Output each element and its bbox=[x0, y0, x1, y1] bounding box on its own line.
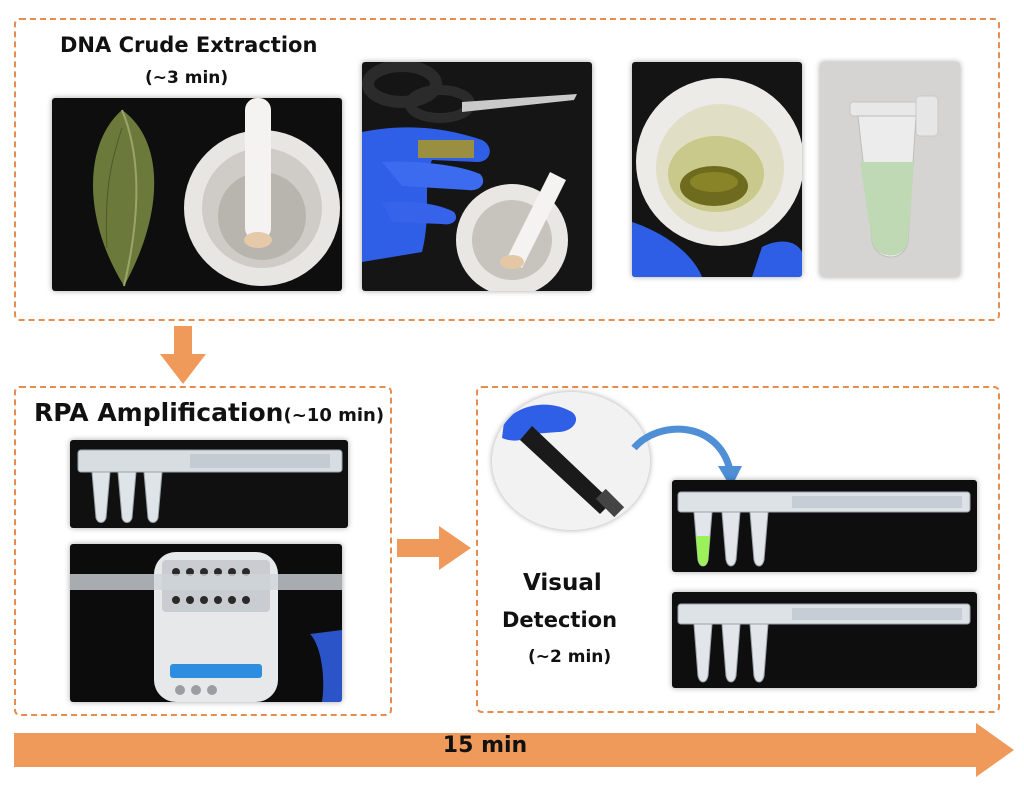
timeline-label: 15 min bbox=[442, 733, 528, 758]
detection-strip-negative-photo bbox=[672, 592, 977, 688]
down-arrow bbox=[160, 326, 206, 384]
extraction-time: (~3 min) bbox=[145, 68, 229, 88]
amplification-title: RPA Amplification(~10 min) bbox=[34, 398, 384, 427]
detection-title-line1: Visual bbox=[523, 570, 602, 596]
timeline-arrow bbox=[14, 723, 1014, 777]
amplification-time: (~10 min) bbox=[283, 405, 385, 426]
extract-mortar-photo bbox=[632, 62, 802, 277]
amplification-panel bbox=[14, 386, 392, 716]
flashlight-photo bbox=[492, 392, 650, 530]
curved-arrow bbox=[631, 425, 742, 488]
amplification-strip-photo bbox=[70, 440, 348, 528]
amplification-title-text: RPA Amplification bbox=[34, 398, 284, 427]
extraction-title: DNA Crude Extraction bbox=[60, 33, 318, 57]
heater-device-photo bbox=[70, 544, 342, 702]
right-arrow bbox=[397, 526, 471, 570]
leaf-mortar-photo bbox=[52, 98, 342, 291]
detection-panel bbox=[476, 386, 1000, 713]
tube-extract-photo bbox=[820, 62, 960, 277]
detection-title-line2: Detection bbox=[502, 608, 618, 632]
detection-strip-positive-photo bbox=[672, 480, 977, 572]
detection-time: (~2 min) bbox=[528, 647, 612, 667]
scissors-glove-photo bbox=[362, 62, 592, 291]
extraction-panel bbox=[14, 18, 1000, 321]
